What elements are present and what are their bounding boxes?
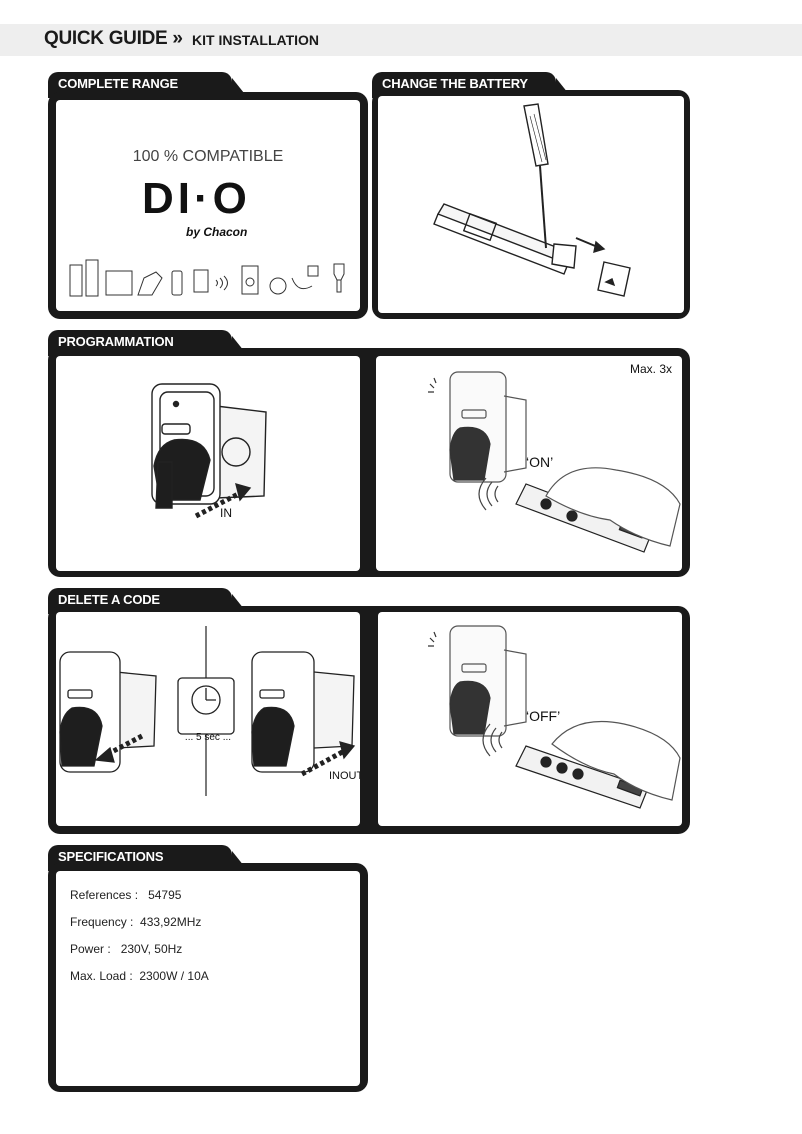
complete-range-content: 100 % COMPATIBLE DI·O by Chacon	[56, 100, 360, 311]
hand-illustration	[545, 467, 681, 547]
hand-illustration	[551, 721, 681, 801]
wireless-icon	[482, 723, 503, 757]
delete-code-right: ‘OFF’	[378, 612, 682, 826]
phone-icon	[171, 270, 183, 296]
off-label: ‘OFF’	[526, 708, 561, 724]
plug-dial	[449, 680, 491, 735]
max-label: Max. 3x	[629, 362, 672, 376]
wireless-icon	[215, 275, 228, 291]
timer-box	[177, 677, 235, 735]
programmation-left: IN	[56, 356, 360, 571]
plug-in-illustration	[151, 383, 267, 519]
remote-off-illustration	[428, 625, 681, 809]
spec-value: 433,92MHz	[140, 915, 202, 929]
battery-illustration	[433, 103, 631, 297]
delete-code-panel: ... 5 sec ... INOUT ‘OFF’	[48, 606, 690, 834]
blink-icon	[428, 631, 437, 647]
change-battery-content	[378, 96, 684, 313]
screwdriver-shaft	[539, 165, 547, 249]
page-subtitle: KIT INSTALLATION	[192, 32, 320, 48]
spec-row: Frequency : 433,92MHz	[70, 915, 201, 929]
spec-label: Frequency :	[70, 915, 134, 929]
complete-range-panel: 100 % COMPATIBLE DI·O by Chacon	[48, 92, 368, 319]
bulb-socket-icon	[291, 265, 319, 290]
keypad-icon	[69, 264, 83, 297]
battery-cover	[551, 243, 577, 269]
spec-row: Power : 230V, 50Hz	[70, 942, 182, 956]
spec-label: Max. Load :	[70, 969, 133, 983]
wireless-icon	[478, 477, 499, 511]
product-range-icons	[69, 259, 345, 297]
battery-lid	[597, 261, 631, 297]
spec-label: References :	[70, 888, 139, 902]
screwdriver-handle	[523, 103, 549, 167]
switch-icon	[105, 270, 133, 296]
remote-on-illustration	[428, 371, 681, 553]
plug-dial	[449, 426, 491, 481]
delete-code-illustration	[59, 626, 356, 796]
in-label: IN	[220, 506, 232, 520]
inout-label: INOUT	[329, 770, 360, 782]
lamp-icon	[333, 263, 345, 293]
plug-icon	[241, 265, 259, 295]
spec-row: Max. Load : 2300W / 10A	[70, 969, 209, 983]
sensor-icon	[193, 269, 209, 293]
remote-icon	[85, 259, 99, 297]
blink-icon	[428, 377, 437, 393]
dio-logo: DI·O	[142, 174, 251, 223]
specifications-panel: References : 54795 Frequency : 433,92MHz…	[48, 863, 368, 1092]
timer-label: ... 5 sec ...	[184, 732, 232, 743]
programmation-panel: IN Max. 3x ‘ON’	[48, 348, 690, 577]
specifications-content: References : 54795 Frequency : 433,92MHz…	[56, 871, 360, 1086]
spec-value: 54795	[148, 888, 182, 902]
compatible-text: 100 % COMPATIBLE	[132, 148, 284, 165]
programmation-right: Max. 3x ‘ON’	[376, 356, 682, 571]
spec-value: 230V, 50Hz	[120, 942, 183, 956]
spec-label: Power :	[70, 942, 111, 956]
spec-value: 2300W / 10A	[139, 969, 209, 983]
module-icon	[269, 277, 287, 295]
spec-row: References : 54795	[70, 888, 181, 902]
insert-arrow	[194, 489, 244, 519]
on-label: ‘ON’	[526, 454, 554, 470]
camera-icon	[137, 271, 163, 296]
timer-icon	[191, 685, 221, 715]
dio-logo-sub: by Chacon	[186, 225, 248, 239]
page-title: QUICK GUIDE »	[44, 28, 183, 49]
change-battery-panel	[372, 90, 690, 319]
insert-arrow	[300, 747, 348, 777]
remote-screen	[462, 212, 498, 242]
delete-code-left: ... 5 sec ... INOUT	[56, 612, 360, 826]
wall-socket	[215, 405, 267, 499]
header-band	[0, 24, 802, 56]
